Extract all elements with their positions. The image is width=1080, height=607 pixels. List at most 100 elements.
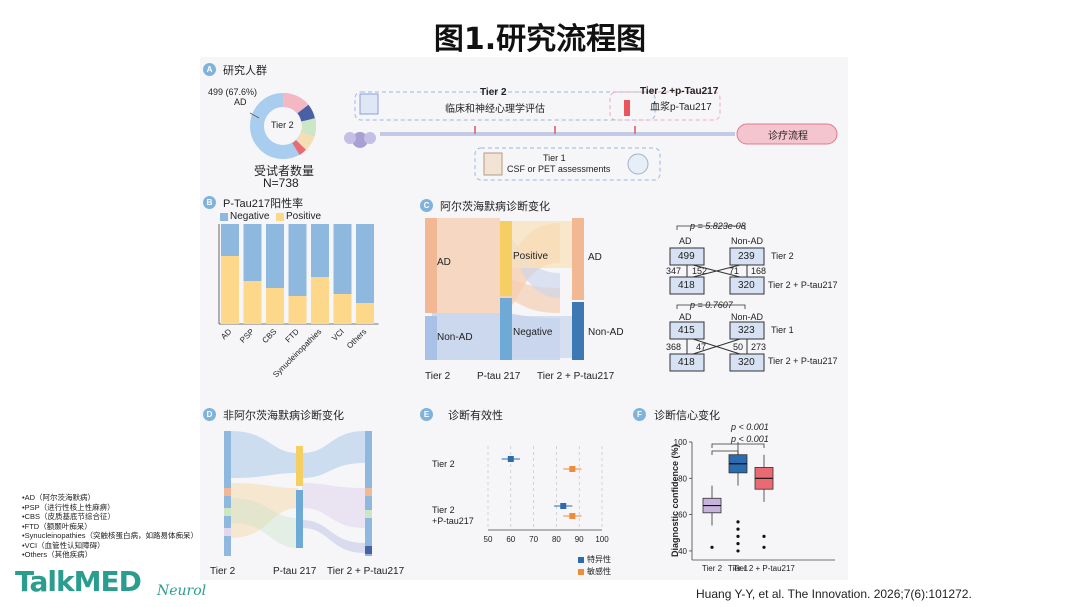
bar-positive	[221, 256, 239, 324]
donut-callout-label: AD	[234, 97, 247, 107]
sankey-c-label-ad: AD	[437, 257, 451, 268]
x-tick-label: PSP	[238, 327, 256, 345]
sankey-c-node-ad2	[572, 218, 584, 300]
panel-f-p1: p < 0.001	[731, 422, 769, 432]
t1-top-label: Tier 2	[771, 251, 794, 261]
legend-sens-swatch	[578, 569, 584, 575]
legend-sens-label: 敏感性	[587, 567, 611, 576]
bar-positive	[243, 281, 262, 324]
x-tick-label: AD	[219, 327, 233, 341]
x-tick-label: 90	[575, 535, 584, 544]
x-tick-label: VCI	[330, 327, 346, 343]
outlier-point	[736, 527, 740, 531]
t1-bot-left: 418	[678, 280, 695, 291]
x-tick-label: Tier 2 + P-tau217	[733, 564, 795, 573]
abbrev-item: •Synucleinopathies（突触核蛋白病，如路易体痴呆）	[22, 531, 199, 540]
sankey-c-node-positive	[500, 221, 512, 296]
tier1-title: Tier 1	[543, 153, 566, 163]
panel-f-p2: p < 0.001	[731, 434, 769, 444]
t1-bot-label: Tier 2 + P-tau217	[768, 280, 838, 290]
outlier-point	[710, 545, 714, 549]
t1-top-left: 499	[678, 251, 695, 262]
outlier-point	[736, 549, 740, 553]
t2-pvalue: p = 0.7607	[690, 300, 733, 310]
t2-flow-1: 368	[666, 342, 682, 352]
sankey-c-node-nonad	[425, 316, 437, 360]
outlier-point	[736, 542, 740, 546]
abbrev-item: •FTD（额颞叶痴呆）	[22, 521, 92, 531]
legend-positive-label: Positive	[286, 211, 322, 222]
legend-negative-swatch	[220, 213, 228, 221]
panel-a-graphic	[249, 91, 838, 181]
panel-a-title: 研究人群	[223, 65, 267, 77]
t2-bot-right: 320	[738, 357, 755, 368]
abbreviation-list: •AD（阿尔茨海默病） •PSP（进行性核上性麻痹） •CBS（皮质基底节综合征…	[22, 493, 198, 560]
t2-flow-4: 273	[751, 342, 767, 352]
pathway-label: 诊疗流程	[768, 131, 808, 142]
bar-positive	[311, 277, 329, 324]
outlier-point	[762, 545, 766, 549]
x-tick-label: FTD	[284, 327, 302, 345]
panel-a-badge: A	[203, 63, 216, 76]
t1-pvalue: p = 5.823e-08	[690, 221, 746, 231]
abbrev-item: •VCI（血管性认知障碍）	[22, 540, 105, 550]
tier2-title: Tier 2	[480, 87, 507, 98]
donut-segment-4	[301, 118, 316, 136]
bar-negative	[221, 224, 239, 256]
t1-flow-1: 347	[666, 266, 682, 276]
sankey-c-node-negative	[500, 298, 512, 360]
donut-segment-5	[295, 131, 315, 151]
neurol-logo: Neurol	[157, 583, 207, 599]
legend-positive-swatch	[276, 213, 284, 221]
x-tick-label: CBS	[260, 327, 278, 345]
legend-negative-label: Negative	[230, 211, 270, 222]
donut-segment-3	[297, 104, 315, 122]
panel-b-badge: B	[203, 196, 216, 209]
tier2p-sub: 血浆p-Tau217	[650, 102, 712, 113]
point-sensitivity	[569, 513, 576, 519]
sankey-c-axis-3: Tier 2 + P-tau217	[537, 371, 615, 382]
bar-negative	[356, 224, 374, 303]
t2-flow-3: 50	[733, 342, 744, 352]
t2-top-right: 323	[738, 325, 755, 336]
x-tick-label: 80	[552, 535, 561, 544]
abbrev-item: •AD（阿尔茨海默病）	[22, 493, 96, 502]
sankey-d-node-ptau-neg	[296, 490, 303, 548]
t2-col-nonad: Non-AD	[731, 312, 764, 322]
t2-bot-left: 418	[678, 357, 695, 368]
bar-negative	[266, 224, 284, 288]
panel-d-sankey	[224, 431, 372, 556]
t1-flow-3: 71	[729, 266, 740, 276]
panel-d-title: 非阿尔茨海默病诊断变化	[223, 410, 344, 422]
panel-c-tables	[669, 225, 765, 372]
outlier-point	[736, 534, 740, 538]
panel-c-badge: C	[420, 199, 433, 212]
panel-e-title: 诊断有效性	[448, 410, 503, 422]
panel-e-row2a: Tier 2	[432, 505, 455, 515]
bar-negative	[288, 224, 307, 296]
panel-e-badge: E	[420, 408, 433, 421]
x-tick-label: 50	[484, 535, 493, 544]
panel-f-title: 诊断信心变化	[654, 410, 720, 422]
sankey-c-label-positive: Positive	[513, 251, 549, 262]
bar-positive	[356, 303, 374, 324]
subject-count-label: 受试者数量	[254, 164, 315, 178]
pathway-label-box	[736, 123, 838, 145]
panel-c-sankey	[425, 218, 584, 360]
donut-segment-6	[292, 139, 307, 155]
abbrev-item: •PSP（进行性核上性麻痹）	[22, 502, 115, 512]
x-tick-label: Tier 1	[728, 564, 749, 573]
sankey-c-label-nonad: Non-AD	[437, 332, 473, 343]
abbrev-item: •CBS（皮质基底节综合征）	[22, 512, 116, 521]
sankey-c-label-ad2: AD	[588, 252, 602, 263]
y-tick-label: 100	[674, 438, 688, 447]
point-specificity	[507, 456, 514, 462]
sankey-c-axis-2: P-tau 217	[477, 371, 521, 382]
outlier-point	[736, 520, 740, 524]
bar-positive	[266, 288, 284, 324]
t1-bot-right: 320	[738, 280, 755, 291]
sankey-c-axis-1: Tier 2	[425, 371, 451, 382]
bar-negative	[333, 224, 352, 294]
